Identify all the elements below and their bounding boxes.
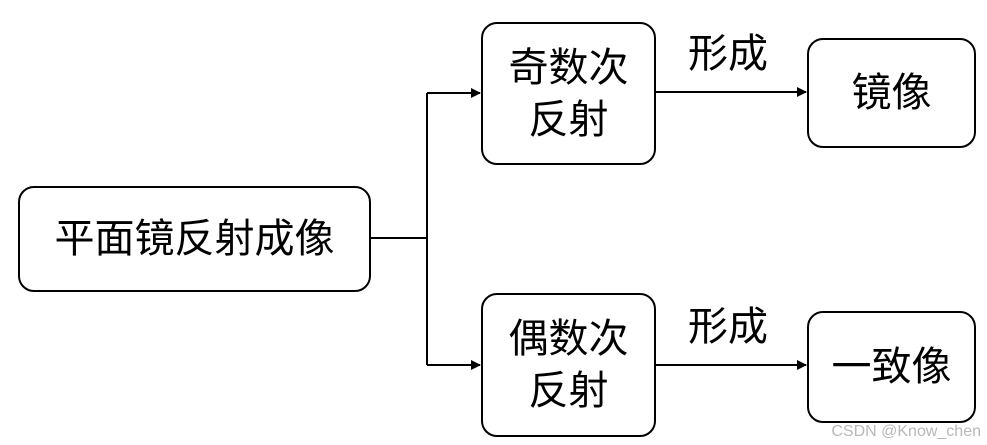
odd-reflection-label: 奇数次 反射	[509, 42, 629, 146]
consistent-image-node: 一致像	[807, 311, 976, 423]
root-node-label: 平面镜反射成像	[54, 216, 335, 262]
odd-edge-label: 形成	[688, 31, 768, 77]
even-reflection-line2: 反射	[528, 368, 609, 414]
even-edge-label: 形成	[688, 304, 768, 350]
odd-reflection-node: 奇数次 反射	[481, 22, 656, 165]
even-reflection-line1: 偶数次	[508, 316, 629, 362]
root-node: 平面镜反射成像	[18, 186, 371, 292]
watermark-text: CSDN @Know_chen	[831, 423, 981, 440]
odd-reflection-line2: 反射	[528, 96, 609, 143]
even-reflection-label: 偶数次 反射	[509, 313, 629, 417]
odd-reflection-line1: 奇数次	[508, 44, 629, 91]
mirror-image-label: 镜像	[851, 70, 932, 116]
consistent-image-label: 一致像	[831, 344, 952, 390]
mirror-image-node: 镜像	[807, 38, 976, 148]
even-reflection-node: 偶数次 反射	[481, 293, 656, 437]
